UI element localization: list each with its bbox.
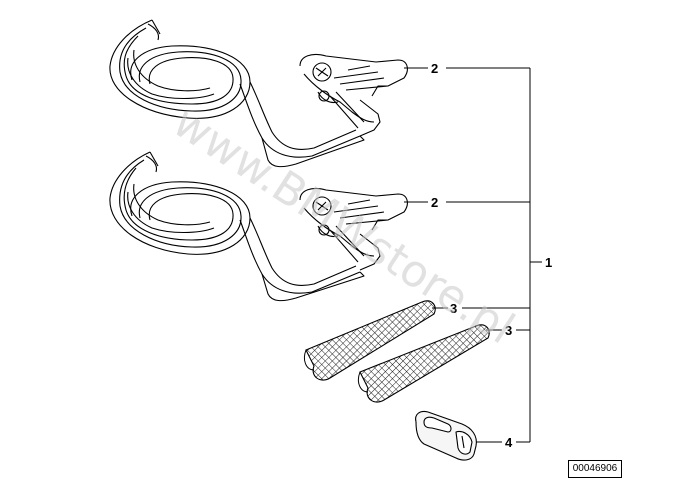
callout-strap-lower: 2 <box>431 195 438 210</box>
callout-kit: 1 <box>545 255 552 270</box>
mesh-pad-upper <box>303 300 436 381</box>
callout-clip: 4 <box>505 435 513 450</box>
mesh-pad-lower <box>357 324 490 403</box>
ratchet-strap-upper <box>109 19 408 168</box>
ratchet-strap-lower <box>109 151 408 302</box>
leader-lines <box>404 67 542 443</box>
buckle-clip <box>415 410 477 461</box>
callout-pad-upper: 3 <box>450 301 457 316</box>
callout-pad-lower: 3 <box>505 323 512 338</box>
callout-strap-upper: 2 <box>431 61 438 76</box>
part-number-label: 00046906 <box>568 460 622 478</box>
